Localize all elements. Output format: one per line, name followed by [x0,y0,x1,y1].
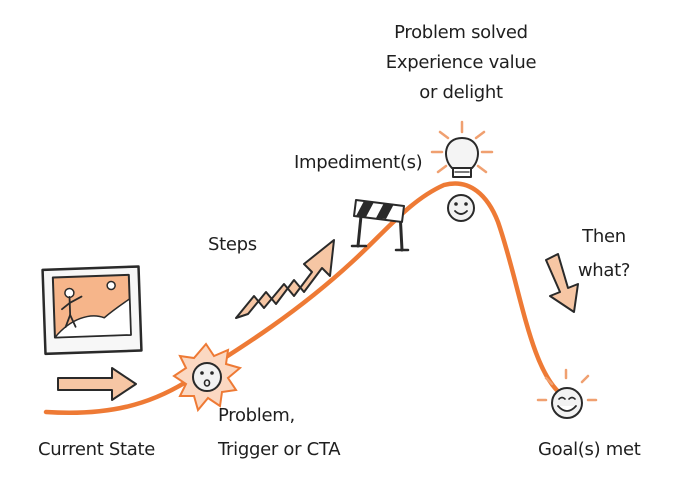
problem-label-line1: Problem, [218,405,295,426]
journey-curve [43,181,565,415]
impediments-label: Impediment(s) [294,152,422,173]
problem-label-line2: Trigger or CTA [217,439,341,460]
zigzag-arrow-icon [235,239,335,319]
surprised-face-icon [172,342,243,413]
then-what-label-line1: Then [581,226,626,247]
goal-met-label: Goal(s) met [538,439,641,460]
lightbulb-icon [430,120,494,178]
down-arrow-icon [545,253,579,313]
problem-solved-label-line1: Problem solved [394,22,528,43]
right-arrow-icon [57,367,137,401]
problem-solved-label-line3: or delight [419,82,503,103]
problem-solved-label-line2: Experience value [386,52,537,73]
landscape-picture-icon [41,265,143,356]
current-state-label: Current State [38,439,155,460]
then-what-label-line2: what? [578,260,630,281]
smiling-face-icon [447,194,475,222]
delighted-face-icon [536,368,598,419]
barrier-icon [350,199,410,252]
steps-label: Steps [208,234,257,255]
